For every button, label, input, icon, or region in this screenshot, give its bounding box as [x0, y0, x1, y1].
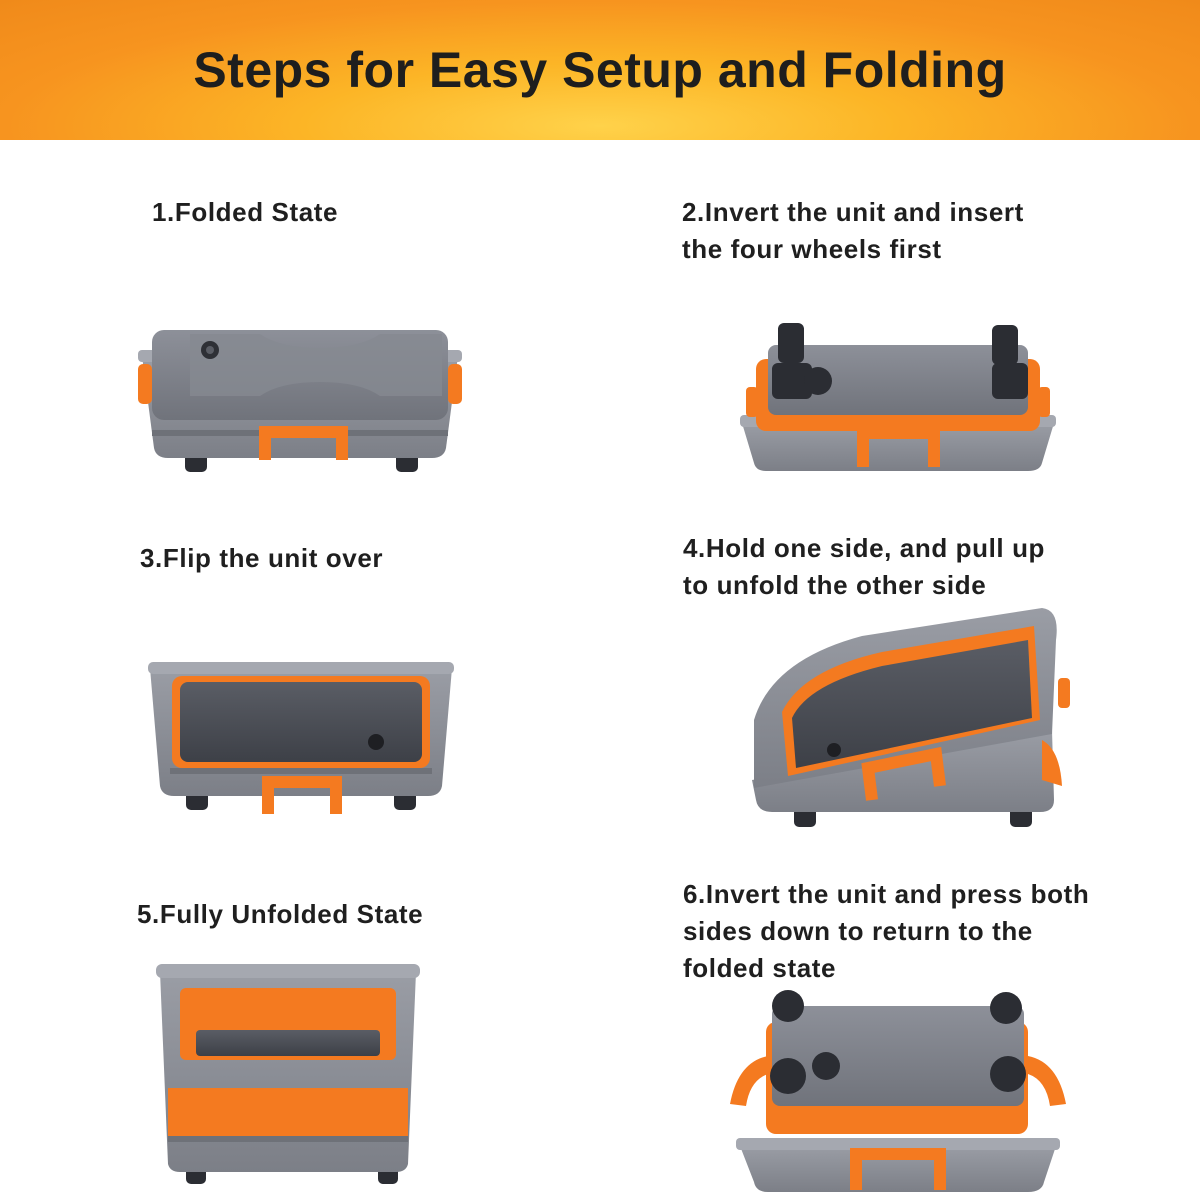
step-6-fold-back-image [730, 990, 1066, 1192]
step-4-unfold-image [752, 608, 1070, 827]
step-2-wheels-image [740, 323, 1056, 471]
step-2-label: 2.Invert the unit and insert the four wh… [682, 197, 1024, 264]
step-5-unfolded-image [156, 964, 420, 1184]
step-3-label: 3.Flip the unit over [140, 543, 384, 573]
step-4-label: 4.Hold one side, and pull up to unfold t… [683, 533, 1046, 600]
step-3-flipped-image [148, 662, 454, 814]
page-title: Steps for Easy Setup and Folding [193, 42, 1007, 98]
step-6-label: 6.Invert the unit and press both sides d… [683, 879, 1090, 983]
step-5-label: 5.Fully Unfolded State [137, 899, 424, 929]
step-1-label: 1.Folded State [152, 197, 339, 227]
step-1-folded-image [138, 330, 462, 472]
header-banner: Steps for Easy Setup and Folding [0, 0, 1200, 140]
